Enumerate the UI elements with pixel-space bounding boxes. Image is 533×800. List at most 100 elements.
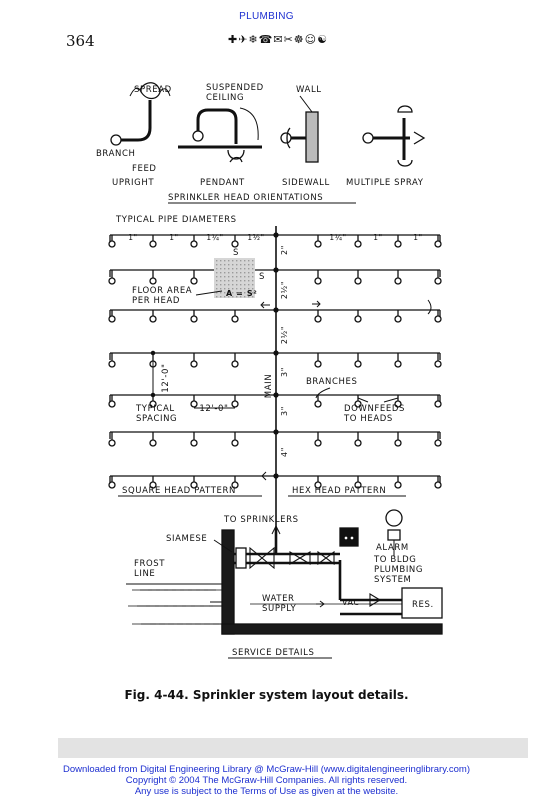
- sidewall-deflector: [286, 127, 291, 149]
- floor-area-dot: [252, 264, 254, 266]
- floor-area-dot: [240, 260, 242, 262]
- water-supply-label: SUPPLY: [262, 604, 296, 614]
- sprinkler-head: [108, 360, 116, 368]
- downfeeds-label: DOWNFEEDS: [344, 404, 405, 414]
- floor-area-dot: [224, 284, 226, 286]
- branches-arrow: [315, 387, 331, 399]
- branch-label: BRANCH: [96, 149, 136, 159]
- floor-area-dot: [224, 276, 226, 278]
- sprinkler-head: [314, 400, 322, 408]
- floor-area-dot: [236, 288, 238, 290]
- main-size: 3": [280, 406, 289, 416]
- pipe-size-right: 1": [373, 233, 382, 242]
- sprinkler-head: [108, 400, 116, 408]
- sprinkler-head: [190, 439, 198, 447]
- sprinkler-head: [149, 400, 157, 408]
- sprinkler-head: [354, 439, 362, 447]
- pendant-pipe: [196, 108, 238, 144]
- floor-area-dot: [236, 260, 238, 262]
- floor-area-dot: [236, 280, 238, 282]
- floor-area-dot: [248, 272, 250, 274]
- floor-area-dot: [216, 280, 218, 282]
- pendant-deflector: [227, 149, 245, 160]
- sprinkler-head: [394, 360, 402, 368]
- floor-area-dot: [236, 272, 238, 274]
- floor-area-label: PER HEAD: [132, 296, 180, 306]
- floor-area-dot: [236, 292, 238, 294]
- suspended-ceiling-label: SUSPENDED: [206, 83, 264, 93]
- sprinkler-head: [108, 439, 116, 447]
- side-curve: [427, 299, 432, 315]
- alarm-bell-base: [387, 529, 401, 541]
- floor-area-dot: [252, 276, 254, 278]
- floor-area-dot: [240, 264, 242, 266]
- floor-area-dot: [216, 296, 218, 298]
- foundation-floor: [221, 623, 443, 635]
- upright-feed-pipe: [114, 120, 152, 142]
- sprinkler-head: [314, 481, 322, 489]
- floor-area-dot: [248, 268, 250, 270]
- floor-area-dot: [240, 272, 242, 274]
- sprinkler-head: [354, 360, 362, 368]
- sprinkler-head: [434, 240, 442, 248]
- floor-area-dot: [216, 272, 218, 274]
- floor-area-dot: [228, 260, 230, 262]
- pipe-size-left: 1": [128, 233, 137, 242]
- wall-label: WALL: [296, 85, 322, 95]
- pipe-size-left: 1": [169, 233, 178, 242]
- floor-area-dot: [244, 264, 246, 266]
- main-label: MAIN: [264, 374, 274, 398]
- floor-area-dot: [220, 264, 222, 266]
- sprinkler-head: [108, 481, 116, 489]
- floor-area-dot: [220, 280, 222, 282]
- pipe-size-right: 1¼": [329, 233, 346, 242]
- floor-area-leader: [195, 290, 223, 296]
- sprinkler-head: [231, 240, 239, 248]
- floor-area-dot: [232, 268, 234, 270]
- main-size: 2": [280, 245, 289, 255]
- alarm-label: ALARM: [376, 543, 409, 553]
- siamese-leader: [213, 539, 233, 553]
- floor-area-dot: [220, 296, 222, 298]
- floor-area-dot: [232, 288, 234, 290]
- floor-area-dot: [240, 284, 242, 286]
- alarm-box: [339, 527, 359, 547]
- floor-area-dot: [224, 292, 226, 294]
- sprinkler-head: [108, 277, 116, 285]
- floor-area-dot: [228, 276, 230, 278]
- page-number: 364: [66, 32, 95, 50]
- upright-branch-end: [110, 134, 122, 146]
- sprinkler-head: [434, 481, 442, 489]
- sprinkler-head: [434, 360, 442, 368]
- floor-area-dot: [252, 280, 254, 282]
- spread-arrow-right: [159, 88, 171, 97]
- sprinkler-head: [354, 240, 362, 248]
- floor-area-dot: [244, 272, 246, 274]
- alarm-light: [349, 535, 355, 541]
- feed-label: FEED: [132, 164, 157, 174]
- sprinkler-head: [190, 277, 198, 285]
- floor-area-dot: [228, 280, 230, 282]
- floor-area-dot: [240, 276, 242, 278]
- floor-area-dot: [224, 288, 226, 290]
- sprinkler-head: [394, 240, 402, 248]
- floor-area-dot: [224, 260, 226, 262]
- siamese-valve: [235, 547, 247, 569]
- riser-arrow: [271, 524, 281, 535]
- alarm-valve: [317, 550, 335, 566]
- gray-banner: [58, 738, 528, 758]
- floor-area-dot: [248, 276, 250, 278]
- reservoir-box: [401, 587, 443, 619]
- check-valve: [289, 551, 311, 565]
- frost-line-label: LINE: [134, 569, 155, 579]
- main-tee: [273, 392, 279, 398]
- sprinkler-head: [149, 315, 157, 323]
- sprinkler-head: [314, 315, 322, 323]
- main-size: 2½": [280, 281, 289, 299]
- floor-area-dot: [240, 280, 242, 282]
- main-tee: [273, 267, 279, 273]
- sprinkler-head: [190, 400, 198, 408]
- floor-area-dot: [240, 288, 242, 290]
- footer-line-3: Any use is subject to the Terms of Use a…: [134, 786, 399, 797]
- figure-labels: SPREADBRANCHFEEDUPRIGHTSUSPENDEDCEILINGP…: [96, 83, 433, 658]
